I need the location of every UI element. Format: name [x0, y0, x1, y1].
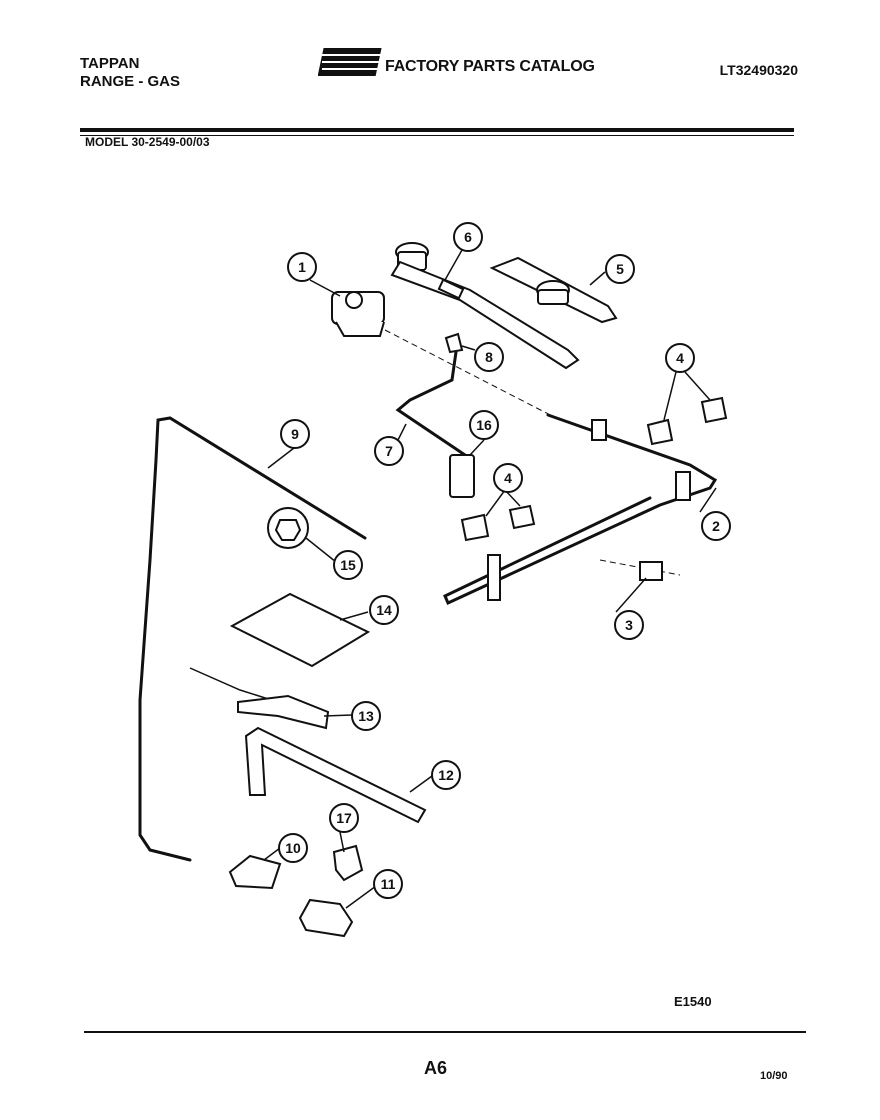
svg-text:6: 6: [464, 229, 472, 245]
leader-lines: [263, 249, 717, 909]
svg-text:11: 11: [381, 876, 396, 892]
callout-13: 13: [351, 701, 381, 731]
callout-17: 17: [329, 803, 359, 833]
clip-part-3: [639, 561, 663, 581]
tube-part-7: [395, 350, 467, 457]
footer-rule: [84, 1031, 806, 1033]
bracket-part-11: [298, 898, 354, 938]
module-part-16: [449, 454, 475, 498]
callout-15: 15: [333, 550, 363, 580]
svg-text:1: 1: [298, 259, 306, 275]
svg-text:3: 3: [625, 617, 633, 633]
svg-text:2: 2: [712, 518, 720, 534]
nut-part-15: [267, 507, 309, 549]
orifice-part-4-upper: [646, 396, 728, 446]
burner-assembly-6: [390, 242, 580, 370]
svg-text:12: 12: [438, 767, 454, 783]
model-number: MODEL 30-2549-00/03: [85, 135, 210, 149]
catalog-title: FACTORY PARTS CATALOG: [385, 58, 595, 75]
svg-text:17: 17: [336, 810, 352, 826]
svg-text:15: 15: [340, 557, 356, 573]
svg-text:8: 8: [485, 349, 493, 365]
svg-text:4: 4: [504, 470, 512, 486]
svg-text:4: 4: [676, 350, 684, 366]
callout-7: 7: [374, 436, 404, 466]
orifice-part-4-lower: [460, 504, 536, 542]
clip-part-17: [332, 844, 364, 882]
wci-logo: [318, 48, 382, 76]
callout-4-lower: 4: [493, 463, 523, 493]
callout-9: 9: [280, 419, 310, 449]
burner-part-13: [189, 667, 330, 730]
bracket-part-8: [444, 332, 464, 354]
callout-8: 8: [474, 342, 504, 372]
part-10: [228, 854, 282, 890]
callout-3: 3: [614, 610, 644, 640]
header-rule: [80, 128, 794, 132]
svg-text:7: 7: [385, 443, 393, 459]
svg-text:13: 13: [358, 708, 374, 724]
callout-6: 6: [453, 222, 483, 252]
page-number: A6: [424, 1058, 448, 1078]
catalog-date: 10/90: [760, 1070, 788, 1082]
brand-line-1: TAPPAN: [80, 55, 140, 72]
svg-text:14: 14: [376, 602, 392, 618]
callout-16: 16: [469, 410, 499, 440]
svg-text:10: 10: [285, 840, 301, 856]
svg-text:9: 9: [291, 426, 299, 442]
manifold-part-2: [443, 413, 718, 606]
brand-name: TAPPAN RANGE - GAS: [80, 55, 180, 91]
callout-4-upper: 4: [665, 343, 695, 373]
callout-10: 10: [278, 833, 308, 863]
svg-text:5: 5: [616, 261, 624, 277]
header-rule-thin: [80, 135, 794, 136]
brand-line-2: RANGE - GAS: [80, 73, 181, 90]
diagram-code: E1540: [674, 994, 712, 1009]
callout-11: 11: [373, 869, 403, 899]
burner-assembly-5: [489, 256, 618, 324]
valve-part-1: [331, 291, 385, 337]
catalog-number: LT32490320: [719, 62, 798, 78]
oven-burner-part-12: [244, 726, 427, 824]
shield-part-14: [229, 592, 371, 668]
callout-5: 5: [605, 254, 635, 284]
callout-14: 14: [369, 595, 399, 625]
assembly-axis: [384, 329, 681, 576]
callout-1: 1: [287, 252, 317, 282]
svg-text:16: 16: [476, 417, 492, 433]
callout-2: 2: [701, 511, 731, 541]
tube-part-9: [138, 416, 367, 862]
callout-12: 12: [431, 760, 461, 790]
